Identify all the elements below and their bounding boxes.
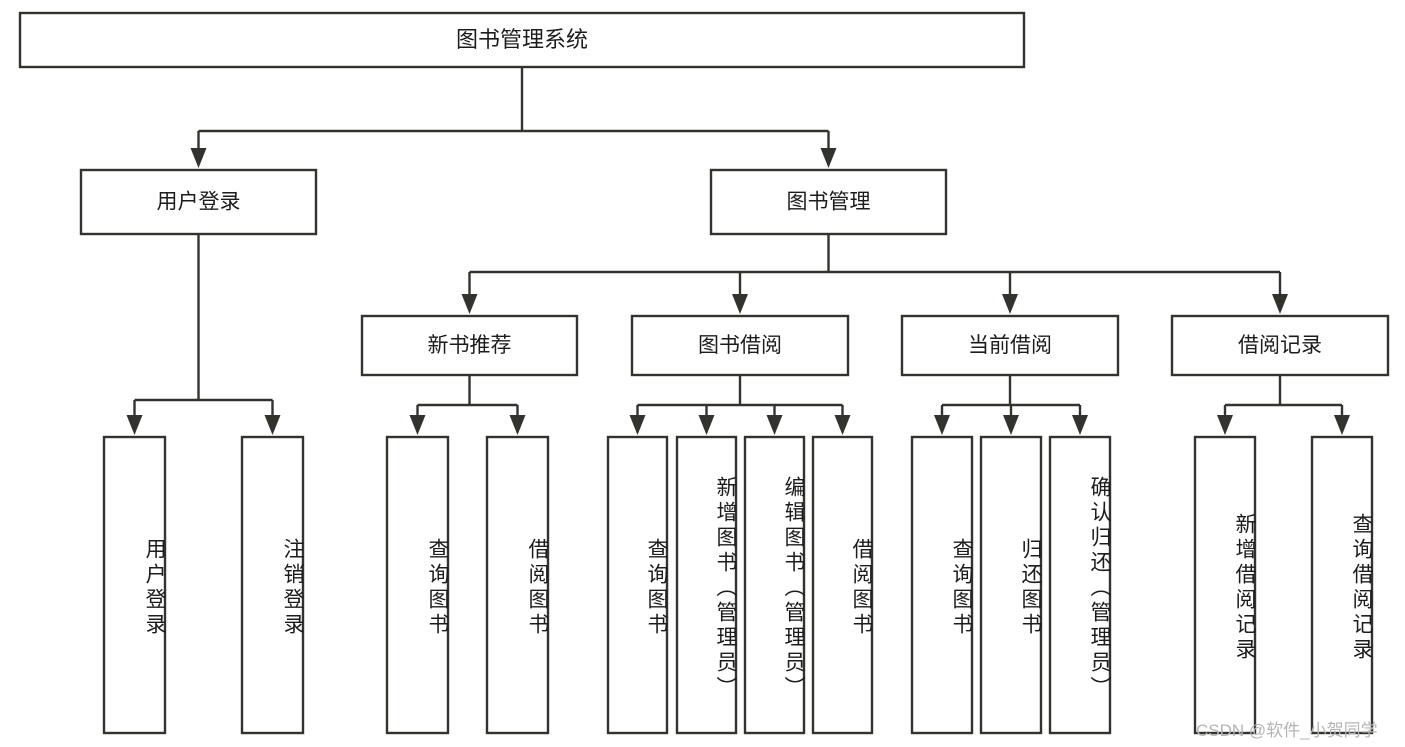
node-box-leaf-query-book-3[interactable]: [910, 435, 974, 735]
node-leaf-query-book-3[interactable]: [910, 435, 974, 735]
node-new-book-rec[interactable]: 新书推荐: [360, 314, 579, 377]
connector-arrowhead: [126, 415, 143, 435]
edge-layer: [126, 67, 1350, 435]
connector-arrowhead: [834, 415, 851, 435]
connector-arrowhead: [409, 415, 426, 435]
node-book-borrow[interactable]: 图书借阅: [630, 314, 850, 377]
node-user-login[interactable]: 用户登录: [79, 168, 318, 236]
node-leaf-borrow-book-2[interactable]: [811, 435, 874, 735]
connector-arrowhead: [629, 415, 646, 435]
node-box-leaf-borrow-book-1[interactable]: [485, 435, 550, 735]
node-leaf-add-book[interactable]: [675, 435, 738, 735]
connector-arrowhead: [1217, 415, 1233, 435]
node-leaf-edit-book[interactable]: [743, 435, 806, 735]
node-box-leaf-borrow-book-2[interactable]: [811, 435, 874, 735]
node-box-leaf-query-book-2[interactable]: [606, 435, 669, 735]
edge-group-borrow-record: [1217, 375, 1350, 435]
node-leaf-logout[interactable]: [240, 435, 305, 735]
edge-group-root: [190, 67, 837, 168]
node-box-leaf-add-book[interactable]: [675, 435, 738, 735]
node-label-current-borrow: 当前借阅: [968, 334, 1052, 357]
edge-group-new-book-rec: [409, 375, 526, 435]
edge-group-current-borrow: [934, 375, 1088, 435]
node-box-book-borrow[interactable]: [630, 314, 850, 377]
node-box-user-login[interactable]: [79, 168, 318, 236]
node-label-borrow-record: 借阅记录: [1238, 334, 1322, 357]
node-label-book-manage: 图书管理: [787, 191, 871, 214]
node-box-leaf-edit-book[interactable]: [743, 435, 806, 735]
connector-arrowhead: [1003, 415, 1019, 435]
connector-arrowhead: [766, 415, 783, 435]
connector-arrowhead: [1334, 415, 1350, 435]
connector-arrowhead: [1072, 415, 1088, 435]
node-leaf-query-record[interactable]: [1310, 435, 1374, 735]
connector-arrowhead: [1272, 294, 1288, 314]
node-leaf-user-login[interactable]: [102, 435, 167, 735]
node-box-leaf-return-book[interactable]: [979, 435, 1043, 735]
connector-arrowhead: [461, 294, 478, 314]
node-leaf-confirm-return[interactable]: [1048, 435, 1112, 735]
node-leaf-borrow-book-1[interactable]: [485, 435, 550, 735]
edge-group-book-borrow: [629, 375, 851, 435]
node-leaf-query-book-1[interactable]: [385, 435, 450, 735]
node-leaf-add-record[interactable]: [1193, 435, 1257, 735]
connector-arrowhead: [934, 415, 950, 435]
connector-arrowhead: [820, 148, 837, 168]
node-label-new-book-rec: 新书推荐: [428, 334, 512, 357]
node-root[interactable]: 图书管理系统: [18, 11, 1026, 69]
edge-group-user-login: [126, 234, 281, 435]
node-borrow-record[interactable]: 借阅记录: [1170, 314, 1390, 377]
node-label-user-login: 用户登录: [157, 191, 241, 214]
node-box-current-borrow[interactable]: [900, 314, 1120, 377]
node-box-borrow-record[interactable]: [1170, 314, 1390, 377]
node-box-leaf-add-record[interactable]: [1193, 435, 1257, 735]
connector-arrowhead: [1002, 294, 1018, 314]
node-leaf-return-book[interactable]: [979, 435, 1043, 735]
connector-arrowhead: [509, 415, 526, 435]
node-box-book-manage[interactable]: [709, 168, 948, 236]
watermark-text: CSDN @软件_小贺同学: [1196, 721, 1378, 740]
node-label-book-borrow: 图书借阅: [698, 334, 782, 357]
node-box-root[interactable]: [18, 11, 1026, 69]
node-box-leaf-confirm-return[interactable]: [1048, 435, 1112, 735]
connector-arrowhead: [190, 148, 207, 168]
node-box-leaf-logout[interactable]: [240, 435, 305, 735]
connector-arrowhead: [698, 415, 715, 435]
connector-arrowhead: [264, 415, 281, 435]
node-label-root: 图书管理系统: [456, 27, 588, 52]
node-current-borrow[interactable]: 当前借阅: [900, 314, 1120, 377]
node-box-leaf-query-record[interactable]: [1310, 435, 1374, 735]
node-box-leaf-query-book-1[interactable]: [385, 435, 450, 735]
node-box-leaf-user-login[interactable]: [102, 435, 167, 735]
node-book-manage[interactable]: 图书管理: [709, 168, 948, 236]
node-leaf-query-book-2[interactable]: [606, 435, 669, 735]
connector-arrowhead: [732, 294, 748, 314]
node-box-new-book-rec[interactable]: [360, 314, 579, 377]
edge-group-book-manage: [461, 234, 1288, 314]
